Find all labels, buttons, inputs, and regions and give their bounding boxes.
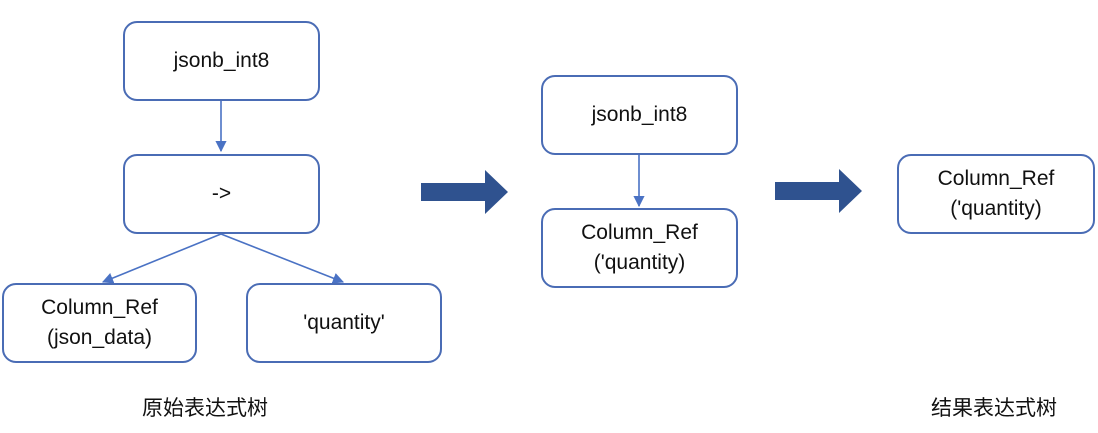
intermediate-child-line1: Column_Ref [581,221,698,244]
original-root-label: jsonb_int8 [173,49,270,72]
intermediate-root-node: jsonb_int8 [541,75,738,155]
intermediate-child-line2: ('quantity) [593,251,686,274]
intermediate-child-node: Column_Ref ('quantity) [541,208,738,288]
column-ref-line1: Column_Ref [41,296,158,319]
quantity-literal-label: 'quantity' [303,311,385,334]
result-node: Column_Ref ('quantity) [897,154,1095,234]
edge-operator-to-quantity [220,233,345,284]
quantity-literal-node: 'quantity' [246,283,442,363]
operator-node: -> [123,154,320,234]
transform-arrow-1 [421,170,508,214]
intermediate-root-label: jsonb_int8 [591,103,688,126]
result-line1: Column_Ref [937,167,1055,190]
result-tree-caption: 结果表达式树 [931,396,1057,420]
transform-arrow-2 [775,169,862,213]
result-line2: ('quantity) [950,197,1042,220]
edge-operator-to-column-ref [101,233,222,284]
column-ref-node: Column_Ref (json_data) [2,283,197,363]
operator-label: -> [211,182,232,205]
column-ref-line2: (json_data) [46,326,153,349]
original-root-node: jsonb_int8 [123,21,320,101]
original-tree-caption: 原始表达式树 [142,396,268,420]
